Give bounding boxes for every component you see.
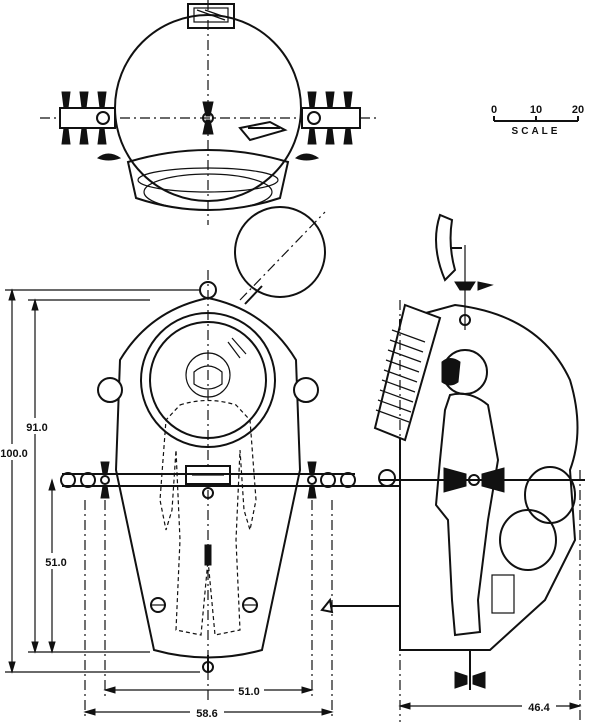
dim-height-upper: 91.0: [26, 422, 47, 434]
scale-tick-10: 10: [530, 104, 542, 116]
top-view: [40, 0, 380, 225]
dim-height-lower: 51.0: [45, 557, 66, 569]
dim-depth-side: 46.4: [528, 702, 550, 714]
scale-label: SCALE: [512, 126, 561, 137]
dim-height-total: 100.0: [0, 448, 28, 460]
side-view: [320, 213, 585, 722]
dimension-lines: [5, 288, 582, 716]
scale-tick-0: 0: [491, 104, 497, 116]
dimension-labels: 100.0 91.0 51.0 51.0 58.6 46.4: [0, 418, 556, 720]
dim-width-outer: 58.6: [196, 708, 217, 720]
scale-tick-20: 20: [572, 104, 584, 116]
front-view: [60, 206, 356, 720]
dim-width-inner: 51.0: [238, 686, 259, 698]
scale-bar: 0 10 20 SCALE: [491, 104, 584, 137]
